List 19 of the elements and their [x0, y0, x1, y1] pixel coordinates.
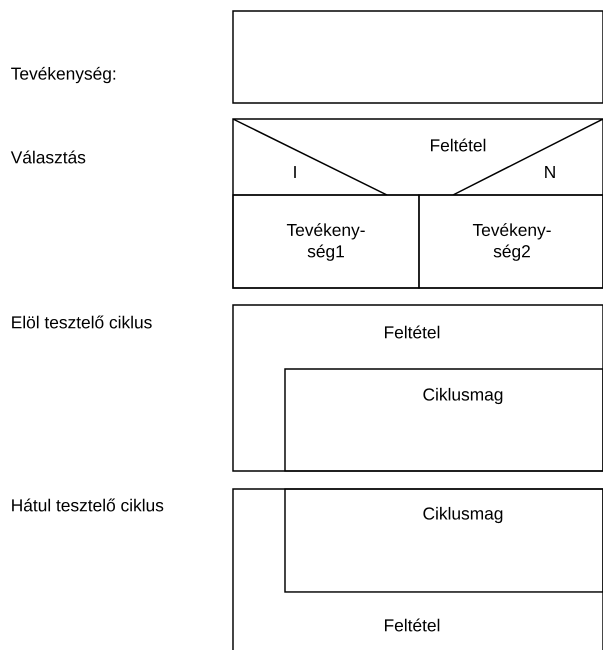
branch-cell: [232, 194, 420, 289]
block-text: Tevékeny- ség1: [286, 223, 365, 261]
block-text: N: [545, 166, 555, 178]
process-box: [232, 10, 603, 104]
loop-body-box: [284, 368, 603, 472]
section-label: Tevékenység:: [11, 66, 116, 84]
block-text: Feltétel: [385, 618, 440, 632]
section-label: Hátul tesztelő ciklus: [12, 498, 164, 512]
block-text: I: [294, 166, 296, 178]
block-text: Feltétel: [385, 326, 440, 338]
branch-cell: [418, 194, 603, 289]
block-text: Feltétel: [431, 138, 486, 152]
section-label: Elöl tesztelő ciklus: [12, 316, 152, 328]
loop-block: [232, 304, 603, 472]
block-text: Tevékeny- ség2: [472, 223, 551, 261]
block-text: Ciklusmag: [423, 388, 502, 404]
section-label: Választás: [10, 150, 86, 164]
loop-body-box: [284, 488, 603, 593]
block-text: Ciklusmag: [423, 506, 502, 524]
